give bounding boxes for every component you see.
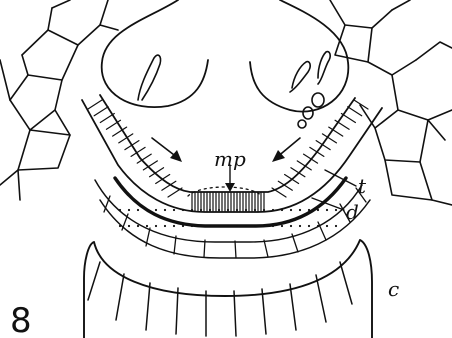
dot bbox=[290, 209, 292, 211]
cup-radial-stroke bbox=[88, 262, 100, 300]
cup-radial-stroke bbox=[262, 289, 266, 334]
dot bbox=[182, 225, 184, 227]
dot bbox=[119, 225, 121, 227]
right-band-hatch-stroke bbox=[348, 107, 362, 116]
right-band-hatch-stroke bbox=[304, 154, 318, 163]
dot bbox=[173, 209, 175, 211]
dot bbox=[299, 209, 301, 211]
dot bbox=[263, 225, 265, 227]
label-t: t bbox=[358, 174, 367, 198]
dot bbox=[326, 209, 328, 211]
left-band-hatch-stroke bbox=[100, 114, 114, 123]
dot bbox=[281, 209, 283, 211]
cup-radial-stroke bbox=[316, 275, 326, 322]
dot bbox=[227, 225, 229, 227]
dot bbox=[236, 225, 238, 227]
dot bbox=[182, 209, 184, 211]
apical-hatching bbox=[192, 193, 264, 211]
dot bbox=[119, 209, 121, 211]
dot bbox=[272, 225, 274, 227]
dot bbox=[200, 209, 202, 211]
right-arrow bbox=[272, 138, 300, 162]
dot bbox=[335, 225, 337, 227]
ring-radial-stroke bbox=[235, 241, 236, 258]
dot bbox=[218, 209, 220, 211]
ring-radial-stroke bbox=[292, 234, 298, 252]
label-d: d bbox=[346, 200, 359, 224]
dot bbox=[209, 225, 211, 227]
left-cell-network bbox=[0, 0, 118, 200]
dot bbox=[317, 225, 319, 227]
left-band-hatch-stroke bbox=[125, 141, 139, 150]
right-band-hatch-stroke bbox=[272, 188, 286, 197]
dot bbox=[236, 209, 238, 211]
cup-radial-stroke bbox=[234, 291, 236, 336]
dot bbox=[218, 225, 220, 227]
right-cell-network bbox=[330, 0, 452, 205]
dot bbox=[308, 225, 310, 227]
dot bbox=[128, 225, 130, 227]
left-arrow bbox=[152, 138, 182, 162]
dot bbox=[227, 209, 229, 211]
left-band-hatch-stroke bbox=[168, 188, 182, 197]
ring-radial-stroke bbox=[204, 240, 205, 257]
figure-number: 8 bbox=[10, 301, 32, 338]
dot bbox=[209, 209, 211, 211]
dot bbox=[254, 209, 256, 211]
dot bbox=[254, 225, 256, 227]
cup-radial-lines bbox=[88, 262, 352, 336]
cup-radial-stroke bbox=[176, 288, 178, 334]
dot bbox=[146, 225, 148, 227]
dot bbox=[272, 209, 274, 211]
dot bbox=[290, 225, 292, 227]
ring-radial-stroke bbox=[122, 214, 128, 230]
dot bbox=[200, 225, 202, 227]
cup-radial-stroke bbox=[290, 284, 296, 330]
dot bbox=[128, 209, 130, 211]
dot bbox=[335, 209, 337, 211]
cup-radial-stroke bbox=[146, 283, 150, 330]
right-band-hatch-stroke bbox=[278, 181, 292, 190]
dot bbox=[146, 209, 148, 211]
ring-radial-stroke bbox=[264, 240, 268, 257]
ring-radial-stroke bbox=[174, 236, 176, 254]
dot bbox=[155, 209, 157, 211]
dot bbox=[191, 209, 193, 211]
right-lobe-inner-loop bbox=[290, 62, 310, 92]
cup-radial-stroke bbox=[116, 274, 124, 320]
right-band-hatch-stroke bbox=[341, 114, 355, 123]
dot bbox=[191, 225, 193, 227]
dot bbox=[164, 225, 166, 227]
left-lobe-inner-loop bbox=[138, 55, 161, 100]
dot bbox=[281, 225, 283, 227]
dot bbox=[308, 209, 310, 211]
left-lobe bbox=[102, 0, 208, 107]
label-c: c bbox=[388, 277, 399, 301]
dot bbox=[245, 209, 247, 211]
dot bbox=[164, 209, 166, 211]
right-lobe-inner-loop-2 bbox=[318, 52, 330, 84]
dot bbox=[299, 225, 301, 227]
left-band-hatch-stroke bbox=[88, 100, 102, 109]
label-mp: mp bbox=[214, 147, 246, 171]
dot bbox=[245, 225, 247, 227]
dot bbox=[173, 225, 175, 227]
cup-radial-stroke bbox=[340, 262, 352, 304]
dot bbox=[317, 209, 319, 211]
dot bbox=[137, 209, 139, 211]
right-band-hatch-stroke bbox=[310, 147, 324, 156]
dot bbox=[326, 225, 328, 227]
dot bbox=[263, 209, 265, 211]
dot bbox=[155, 225, 157, 227]
right-lobe bbox=[250, 0, 348, 112]
left-band-hatch-stroke bbox=[94, 107, 108, 116]
lower-cup bbox=[84, 240, 372, 338]
dot bbox=[137, 225, 139, 227]
